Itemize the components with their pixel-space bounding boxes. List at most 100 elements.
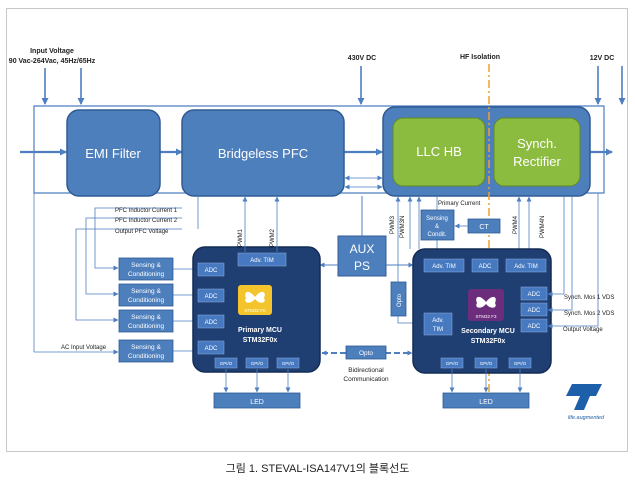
out-pfc-v-line bbox=[75, 228, 182, 323]
out-pfc-v-label: Output PFC Voltage bbox=[115, 229, 169, 235]
primary-gpio-2-label: GPI/O bbox=[251, 361, 264, 366]
led-right-block bbox=[442, 392, 530, 409]
led-right-label: LED bbox=[479, 399, 493, 406]
led-left-block bbox=[213, 392, 301, 409]
sens-condit-label-2: & bbox=[435, 224, 439, 230]
secondary-adc-2-label: ADC bbox=[528, 308, 541, 314]
secondary-adc-3 bbox=[520, 318, 548, 333]
llc-hb-label: LLC HB bbox=[416, 144, 462, 159]
dc430-label: 430V DC bbox=[348, 55, 376, 62]
secondary-adc-2 bbox=[520, 302, 548, 317]
primary-adc-4-label: ADC bbox=[205, 346, 218, 352]
secondary-chip-icon bbox=[468, 289, 504, 321]
primary-gpio-2 bbox=[245, 357, 269, 369]
secondary-adv-tim-left bbox=[423, 312, 453, 336]
pwm3-label: PWM3 bbox=[390, 215, 396, 234]
secondary-gpio-3-label: GPI/O bbox=[514, 361, 527, 366]
ct-label: CT bbox=[479, 224, 489, 231]
pfc-ic2-label: PFC Inductor Current 2 bbox=[115, 218, 178, 224]
pwm4-label: PWM4 bbox=[513, 215, 519, 234]
sens-condit-label-1: Sensing bbox=[426, 216, 448, 222]
synch-feed-line-2 bbox=[547, 196, 573, 313]
aux-ps-label-2: PS bbox=[354, 259, 370, 273]
st-logo-mark-icon bbox=[566, 384, 602, 410]
primary-adc-2-label: ADC bbox=[205, 294, 218, 300]
input-voltage-range-label: 90 Vac-264Vac, 45Hz/65Hz bbox=[9, 58, 96, 65]
primary-adv-tim-label: Adv. TIM bbox=[250, 258, 273, 264]
aux-ps-block bbox=[337, 235, 387, 277]
synch-rectifier-label-1: Synch. bbox=[517, 136, 557, 151]
secondary-adc-1 bbox=[520, 286, 548, 301]
secondary-gpio-2 bbox=[474, 357, 498, 369]
opto-bottom-block bbox=[345, 345, 387, 360]
primary-gpio-3 bbox=[276, 357, 300, 369]
sens-condit-block bbox=[420, 209, 455, 241]
sensing-box-2-label-1: Sensing & bbox=[131, 288, 161, 295]
primary-adc-1 bbox=[197, 262, 225, 277]
led-left-label: LED bbox=[250, 399, 264, 406]
secondary-adv-tim-2-label: Adv. TIM bbox=[514, 264, 537, 270]
primary-adc-1-label: ADC bbox=[205, 268, 218, 274]
dc12-label: 12V DC bbox=[590, 55, 615, 62]
synch-mos2-label: Synch. Mos 2 VDS bbox=[564, 311, 614, 317]
primary-adc-2 bbox=[197, 288, 225, 303]
pfc-ic1-line bbox=[94, 207, 182, 271]
figure-caption: 그림 1. STEVAL-ISA147V1의 블록선도 bbox=[225, 463, 410, 475]
opto-vertical-block bbox=[390, 281, 407, 317]
primary-gpio-1 bbox=[214, 357, 238, 369]
secondary-chip-butterfly-icon bbox=[476, 296, 496, 308]
secondary-adv-tim-left-label-2: TIM bbox=[433, 327, 443, 333]
secondary-adc-3-label: ADC bbox=[528, 324, 541, 330]
diagram-frame bbox=[6, 8, 628, 452]
emi-filter-label: EMI Filter bbox=[85, 146, 141, 161]
sensing-box-1-label-1: Sensing & bbox=[131, 262, 161, 269]
secondary-gpio-1 bbox=[440, 357, 464, 369]
synch-rectifier-block bbox=[493, 117, 581, 187]
synch-mos1-label: Synch. Mos 1 VDS bbox=[564, 295, 614, 301]
sensing-box-2-label-2: Conditioning bbox=[128, 297, 165, 304]
secondary-gpio-2-label: GPI/O bbox=[480, 361, 493, 366]
primary-gpio-3-label: GPI/O bbox=[282, 361, 295, 366]
primary-adc-3 bbox=[197, 314, 225, 329]
sensing-box-1-label-2: Conditioning bbox=[128, 271, 165, 278]
pfc-ic1-label: PFC Inductor Current 1 bbox=[115, 208, 178, 214]
pfc-ic2-line bbox=[85, 217, 182, 297]
secondary-adv-tim-left-label-1: Adv. bbox=[432, 318, 444, 324]
pwm3n-label: PWM3N bbox=[400, 216, 406, 238]
bidir-label-2: Communication bbox=[343, 376, 389, 383]
ac-input-v-label: AC Input Voltage bbox=[61, 345, 107, 351]
input-voltage-label: Input Voltage bbox=[30, 48, 74, 55]
sensing-box-3-label-2: Conditioning bbox=[128, 323, 165, 330]
secondary-adc-top-label: ADC bbox=[479, 264, 492, 270]
aux-ps-label-1: AUX bbox=[350, 242, 375, 256]
synch-feed-line-1 bbox=[547, 196, 565, 297]
bridgeless-pfc-block bbox=[181, 109, 345, 197]
secondary-adv-tim-2 bbox=[505, 258, 547, 273]
pwm4n-label: PWM4N bbox=[540, 216, 546, 238]
sensing-box-4-label-1: Sensing & bbox=[131, 344, 161, 351]
primary-mcu-name-2: STM32F0x bbox=[243, 337, 278, 344]
hf-isolation-label: HF Isolation bbox=[460, 54, 500, 61]
output-v-feed-line bbox=[547, 193, 599, 329]
opto-vertical-label: Opto bbox=[397, 293, 403, 307]
primary-gpio-1-label: GPI/O bbox=[220, 361, 233, 366]
primary-adv-tim bbox=[237, 252, 287, 267]
st-logo: life.augmented bbox=[566, 384, 605, 421]
secondary-gpio-1-label: GPI/O bbox=[446, 361, 459, 366]
pwm1-label: PWM1 bbox=[238, 228, 244, 247]
bidir-label-1: Bidirectional bbox=[348, 367, 384, 374]
primary-mcu-name-1: Primary MCU bbox=[238, 327, 282, 334]
sensing-box-3-label-1: Sensing & bbox=[131, 314, 161, 321]
synch-rectifier-label-2: Rectifier bbox=[513, 154, 561, 169]
sens-condit-label-3: Condit. bbox=[427, 232, 446, 238]
emi-filter-block bbox=[66, 109, 161, 197]
primary-adc-4 bbox=[197, 340, 225, 355]
secondary-mcu-name-2: STM32F0x bbox=[471, 338, 506, 345]
output-voltage-label: Output Voltage bbox=[563, 327, 603, 333]
secondary-gpio-3 bbox=[508, 357, 532, 369]
secondary-adv-tim-1-label: Adv. TIM bbox=[432, 264, 455, 270]
pwm2-label: PWM2 bbox=[270, 228, 276, 247]
primary-chip-label: STM32 F0 bbox=[244, 308, 266, 313]
